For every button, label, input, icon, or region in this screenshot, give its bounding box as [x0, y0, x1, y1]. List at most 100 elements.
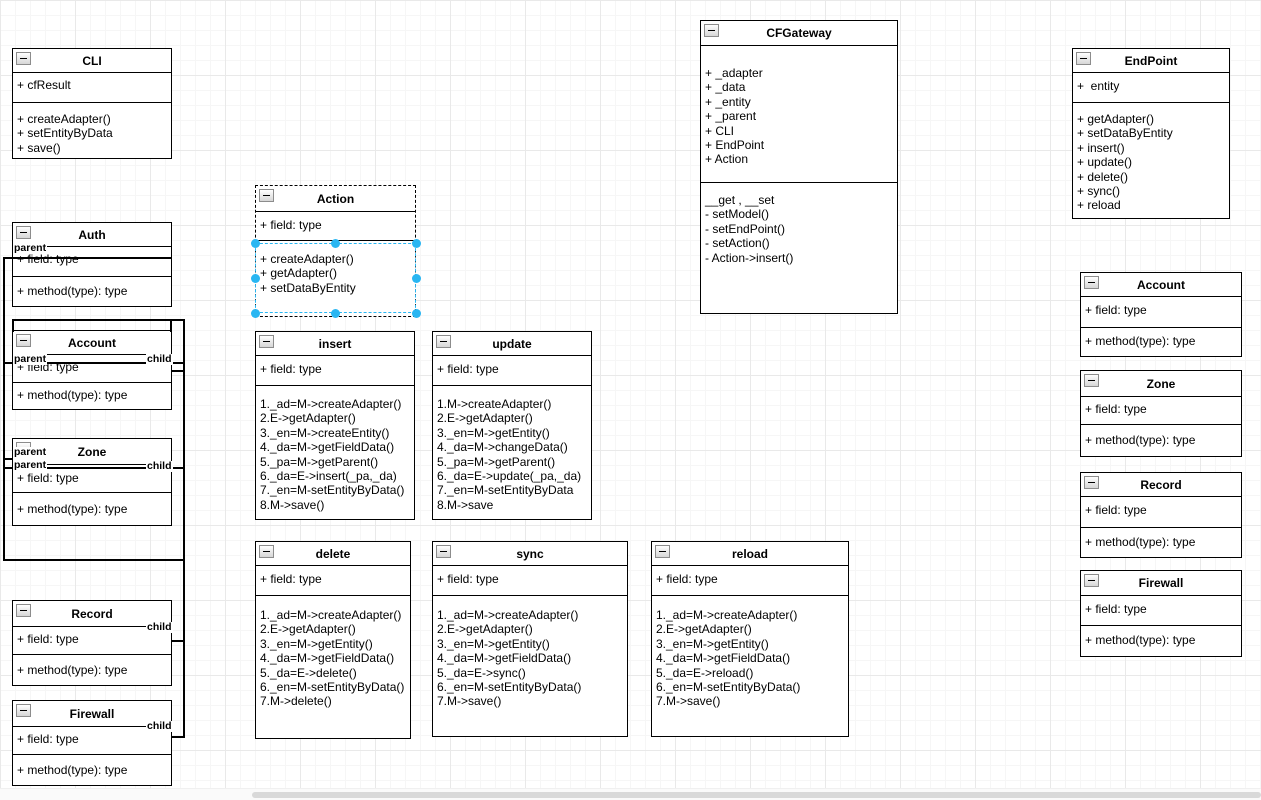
class-method: 8.M->save [437, 497, 494, 512]
edge-label-child: child [146, 621, 173, 633]
class-fields: + entity [1073, 73, 1229, 103]
class-method: 3._en=M->getEntity() [656, 636, 769, 651]
selection-handle[interactable] [411, 238, 421, 248]
selection-handle[interactable] [250, 238, 260, 248]
collapse-icon[interactable] [436, 335, 451, 348]
minus-glyph [1080, 58, 1087, 59]
class-field: + field: type [17, 632, 79, 646]
class-field: + _parent [705, 109, 757, 124]
class-auth[interactable]: Auth+ field: type+ method(type): type [12, 222, 172, 307]
collapse-icon[interactable] [436, 545, 451, 558]
class-method: + method(type): type [1085, 433, 1196, 447]
collapse-icon[interactable] [259, 189, 274, 202]
class-methods: + method(type): type [1081, 328, 1241, 356]
collapse-icon[interactable] [16, 604, 31, 617]
class-method: 2.E->getAdapter() [656, 622, 752, 637]
class-title: Firewall [69, 706, 115, 721]
class-account-right[interactable]: Account+ field: type+ method(type): type [1080, 272, 1242, 357]
collapse-icon[interactable] [704, 24, 719, 37]
selection-handle[interactable] [250, 308, 260, 318]
class-method: + method(type): type [17, 502, 128, 516]
connector-line [3, 467, 184, 469]
class-title: Auth [78, 227, 106, 242]
connector-line [171, 736, 184, 738]
connector-line [183, 319, 185, 738]
collapse-icon[interactable] [16, 334, 31, 347]
class-cfgateway[interactable]: CFGateway+ _adapter+ _data+ _entity+ _pa… [700, 20, 898, 314]
class-field: + _entity [705, 94, 751, 109]
collapse-icon[interactable] [259, 335, 274, 348]
class-title-bar: Record [1081, 473, 1241, 497]
class-method: 1._ad=M->createAdapter() [260, 397, 402, 411]
class-method: + insert() [1077, 140, 1125, 155]
class-field: + cfResult [17, 78, 71, 92]
collapse-icon[interactable] [16, 226, 31, 239]
minus-glyph [1088, 380, 1095, 381]
class-title-bar: insert [256, 332, 414, 356]
selection-handle[interactable] [331, 238, 340, 248]
class-method: - setEndPoint() [705, 221, 786, 236]
minus-glyph [1088, 482, 1095, 483]
class-method: 6._en=M-setEntityByData() [260, 679, 405, 694]
class-methods: + createAdapter()+ getAdapter()+ setData… [256, 241, 415, 316]
collapse-icon[interactable] [1084, 276, 1099, 289]
class-action[interactable]: Action+ field: type+ createAdapter()+ ge… [255, 185, 416, 317]
class-field: + Action [705, 152, 749, 167]
class-method: 6._da=E->update(_pa,_da) [437, 468, 582, 483]
class-methods: + method(type): type [13, 383, 171, 409]
horizontal-scrollbar-thumb[interactable] [252, 792, 1261, 798]
collapse-icon[interactable] [1076, 52, 1091, 65]
minus-glyph [263, 551, 270, 552]
class-method: + sync() [1077, 183, 1121, 198]
class-method: 5._pa=M->getParent() [260, 454, 379, 469]
collapse-icon[interactable] [655, 545, 670, 558]
class-field: + field: type [17, 252, 79, 266]
class-firewall-left[interactable]: Firewall+ field: type+ method(type): typ… [12, 700, 172, 786]
selection-handle[interactable] [411, 308, 421, 318]
class-record-right[interactable]: Record+ field: type+ method(type): type [1080, 472, 1242, 558]
edge-label-child: child [146, 353, 173, 365]
class-fields: + cfResult [13, 73, 171, 103]
class-method: + method(type): type [17, 763, 128, 777]
selection-handle[interactable] [250, 273, 260, 283]
collapse-icon[interactable] [16, 704, 31, 717]
class-title: reload [731, 546, 768, 561]
class-method: - setAction() [705, 236, 770, 251]
collapse-icon[interactable] [1084, 476, 1099, 489]
class-method: 7.M->save() [437, 694, 502, 709]
connector-line [3, 257, 172, 259]
class-method: + method(type): type [1085, 633, 1196, 647]
class-zone-right[interactable]: Zone+ field: type+ method(type): type [1080, 370, 1242, 457]
class-methods: __get , __set- setModel()- setEndPoint()… [701, 183, 897, 313]
selection-handle[interactable] [411, 273, 421, 283]
collapse-icon[interactable] [1084, 574, 1099, 587]
class-cli[interactable]: CLI+ cfResult+ createAdapter()+ setEntit… [12, 48, 172, 159]
class-endpoint[interactable]: EndPoint+ entity+ getAdapter()+ setDataB… [1072, 48, 1230, 219]
class-title: insert [318, 336, 352, 351]
class-method: - Action->insert() [705, 250, 794, 265]
class-method: 5._da=E->sync() [437, 665, 526, 680]
class-method: + setEntityByData [17, 126, 113, 141]
class-title: Action [316, 191, 355, 206]
class-title: update [492, 336, 532, 351]
collapse-icon[interactable] [16, 52, 31, 65]
class-method: + save() [17, 140, 61, 155]
class-method: + setDataByEntity [260, 280, 356, 295]
class-record-left[interactable]: Record+ field: type+ method(type): type [12, 600, 172, 686]
class-field: + field: type [437, 572, 499, 586]
class-fields: + field: type [652, 566, 848, 596]
collapse-icon[interactable] [1084, 374, 1099, 387]
class-title: Account [68, 335, 116, 350]
class-field: + entity [1077, 79, 1120, 93]
class-account-left[interactable]: Account+ field: type+ method(type): type [12, 330, 172, 410]
collapse-icon[interactable] [259, 545, 274, 558]
class-firewall-right[interactable]: Firewall+ field: type+ method(type): typ… [1080, 570, 1242, 657]
selection-handle[interactable] [331, 308, 340, 318]
class-title: Record [71, 606, 113, 621]
